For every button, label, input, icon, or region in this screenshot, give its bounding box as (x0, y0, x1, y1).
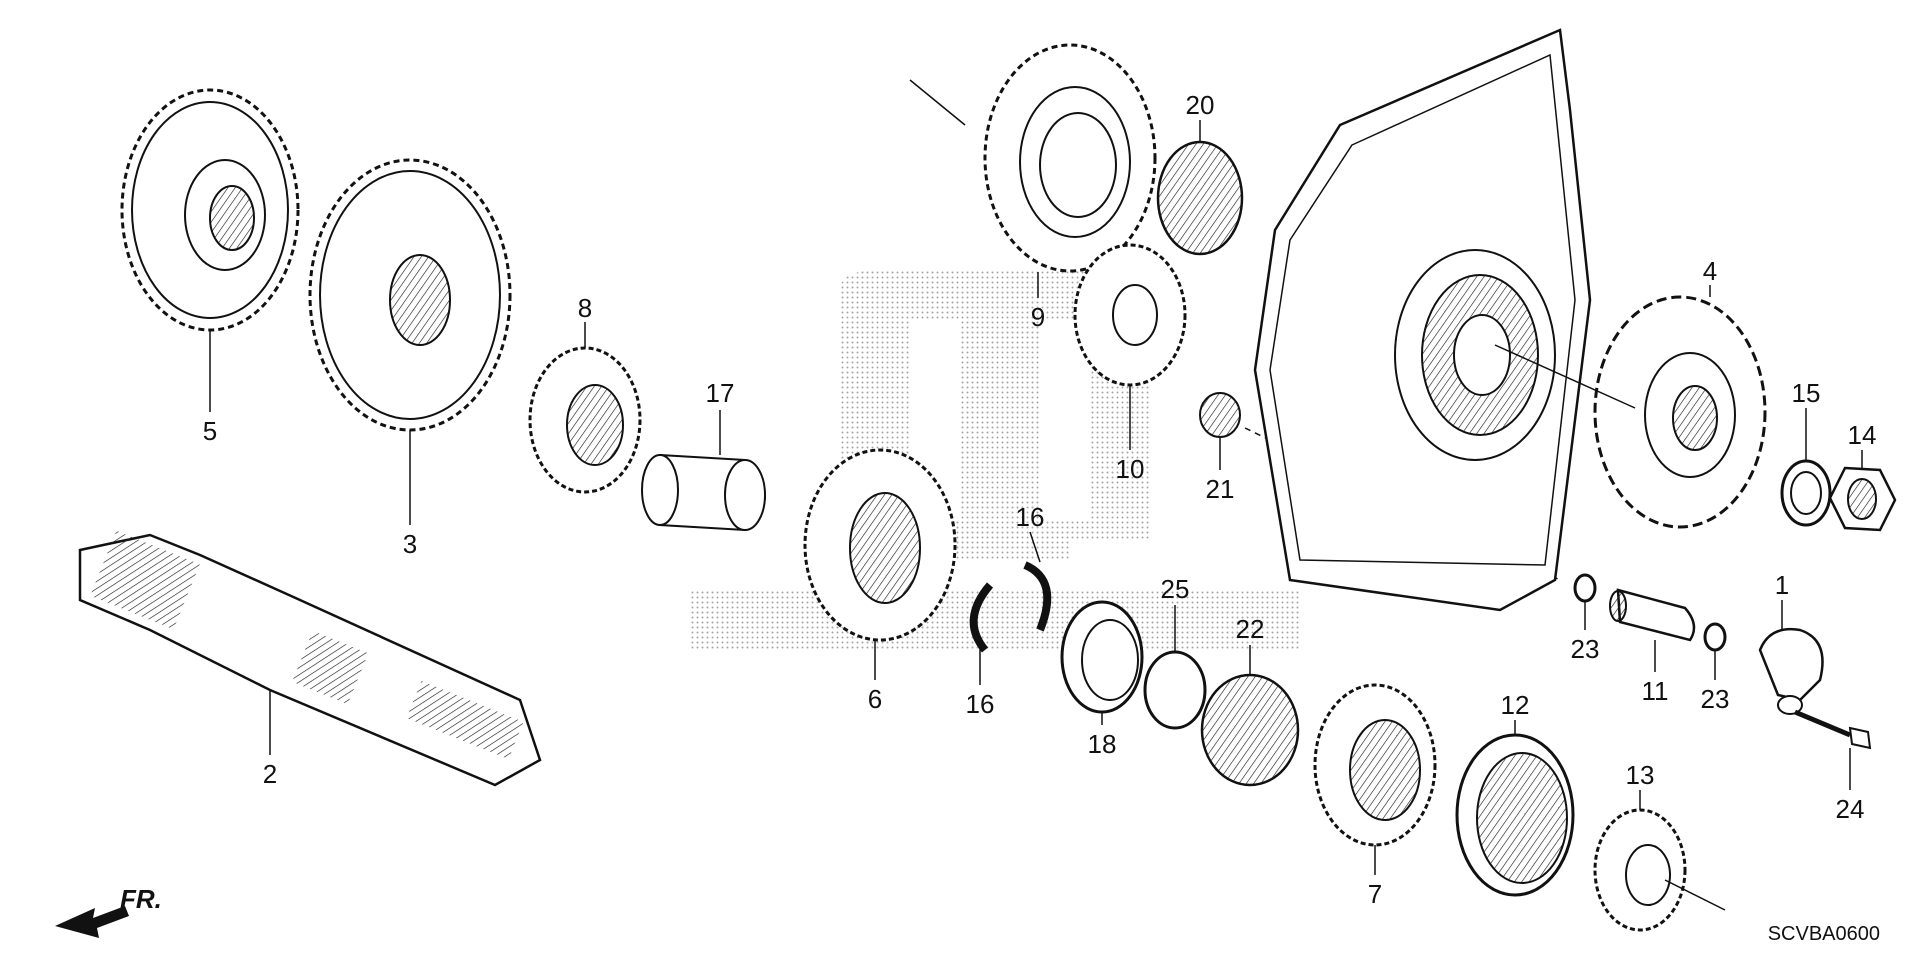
callout-16-upper: 16 (1016, 502, 1045, 532)
front-direction-label: FR. (120, 884, 162, 914)
bearing-part-22[interactable] (1200, 673, 1300, 787)
callout-4: 4 (1703, 256, 1717, 286)
washer-part-15[interactable] (1780, 459, 1832, 527)
callout-15: 15 (1792, 378, 1821, 408)
callout-7: 7 (1368, 879, 1382, 909)
gear-part-10[interactable] (1073, 243, 1187, 387)
leader-line-9 (909, 79, 966, 126)
callout-5: 5 (203, 416, 217, 446)
ring-part-23-right[interactable] (1703, 622, 1727, 652)
callout-9: 9 (1031, 302, 1045, 332)
bolt-part-24[interactable] (1794, 709, 1872, 750)
snap-ring-part-25[interactable] (1143, 650, 1207, 730)
callout-14: 14 (1848, 420, 1877, 450)
callout-22: 22 (1236, 614, 1265, 644)
gear-part-5[interactable] (120, 88, 300, 332)
callout-leaders (209, 120, 1863, 875)
callout-16-lower: 16 (966, 689, 995, 719)
callout-labels: 1 2 3 4 5 6 7 8 9 10 11 12 13 14 15 16 1… (203, 90, 1877, 909)
leader-line-4 (1494, 344, 1636, 409)
callout-2: 2 (263, 759, 277, 789)
callout-13: 13 (1626, 760, 1655, 790)
callout-10: 10 (1116, 454, 1145, 484)
collar-part-17[interactable] (641, 453, 766, 532)
bracket-part-1[interactable] (1758, 627, 1824, 715)
ring-part-23-left[interactable] (1573, 573, 1597, 603)
front-direction-arrow: FR. (55, 884, 162, 938)
callout-6: 6 (868, 684, 882, 714)
diagram-code: SCVBA0600 (1768, 923, 1880, 945)
hub-part-13[interactable] (1593, 808, 1687, 932)
callout-20: 20 (1186, 90, 1215, 120)
gear-part-8[interactable] (528, 346, 642, 494)
gear-part-9[interactable] (983, 43, 1157, 273)
gear-part-3[interactable] (308, 158, 512, 432)
bearing-part-21[interactable] (1199, 392, 1241, 438)
shaft-part-11[interactable] (1609, 588, 1696, 642)
gear-part-6[interactable] (803, 448, 957, 642)
part-18-synchro[interactable] (1060, 600, 1144, 714)
part-4-rotor[interactable] (1593, 295, 1767, 529)
transmission-case-cover[interactable] (1253, 28, 1592, 612)
shaft-part-2[interactable] (78, 530, 542, 787)
callout-1: 1 (1775, 570, 1789, 600)
sleeve-part-12[interactable] (1455, 733, 1575, 897)
clip-part-16-upper[interactable] (1023, 561, 1052, 632)
callout-11: 11 (1642, 676, 1669, 706)
callout-21: 21 (1206, 474, 1235, 504)
callout-3: 3 (403, 529, 417, 559)
callout-8: 8 (578, 293, 592, 323)
callout-23-right: 23 (1701, 684, 1730, 714)
callout-24: 24 (1836, 794, 1865, 824)
callout-17: 17 (706, 378, 735, 408)
callout-18: 18 (1088, 729, 1117, 759)
callout-12: 12 (1501, 690, 1530, 720)
clip-part-16-lower[interactable] (969, 582, 994, 653)
leader-line-13 (1664, 879, 1726, 911)
honda-watermark (690, 270, 1300, 650)
callout-25: 25 (1161, 574, 1190, 604)
gear-part-7[interactable] (1313, 683, 1437, 847)
bearing-part-20[interactable] (1156, 140, 1244, 256)
nut-part-14[interactable] (1828, 466, 1897, 532)
callout-23-left: 23 (1571, 634, 1600, 664)
